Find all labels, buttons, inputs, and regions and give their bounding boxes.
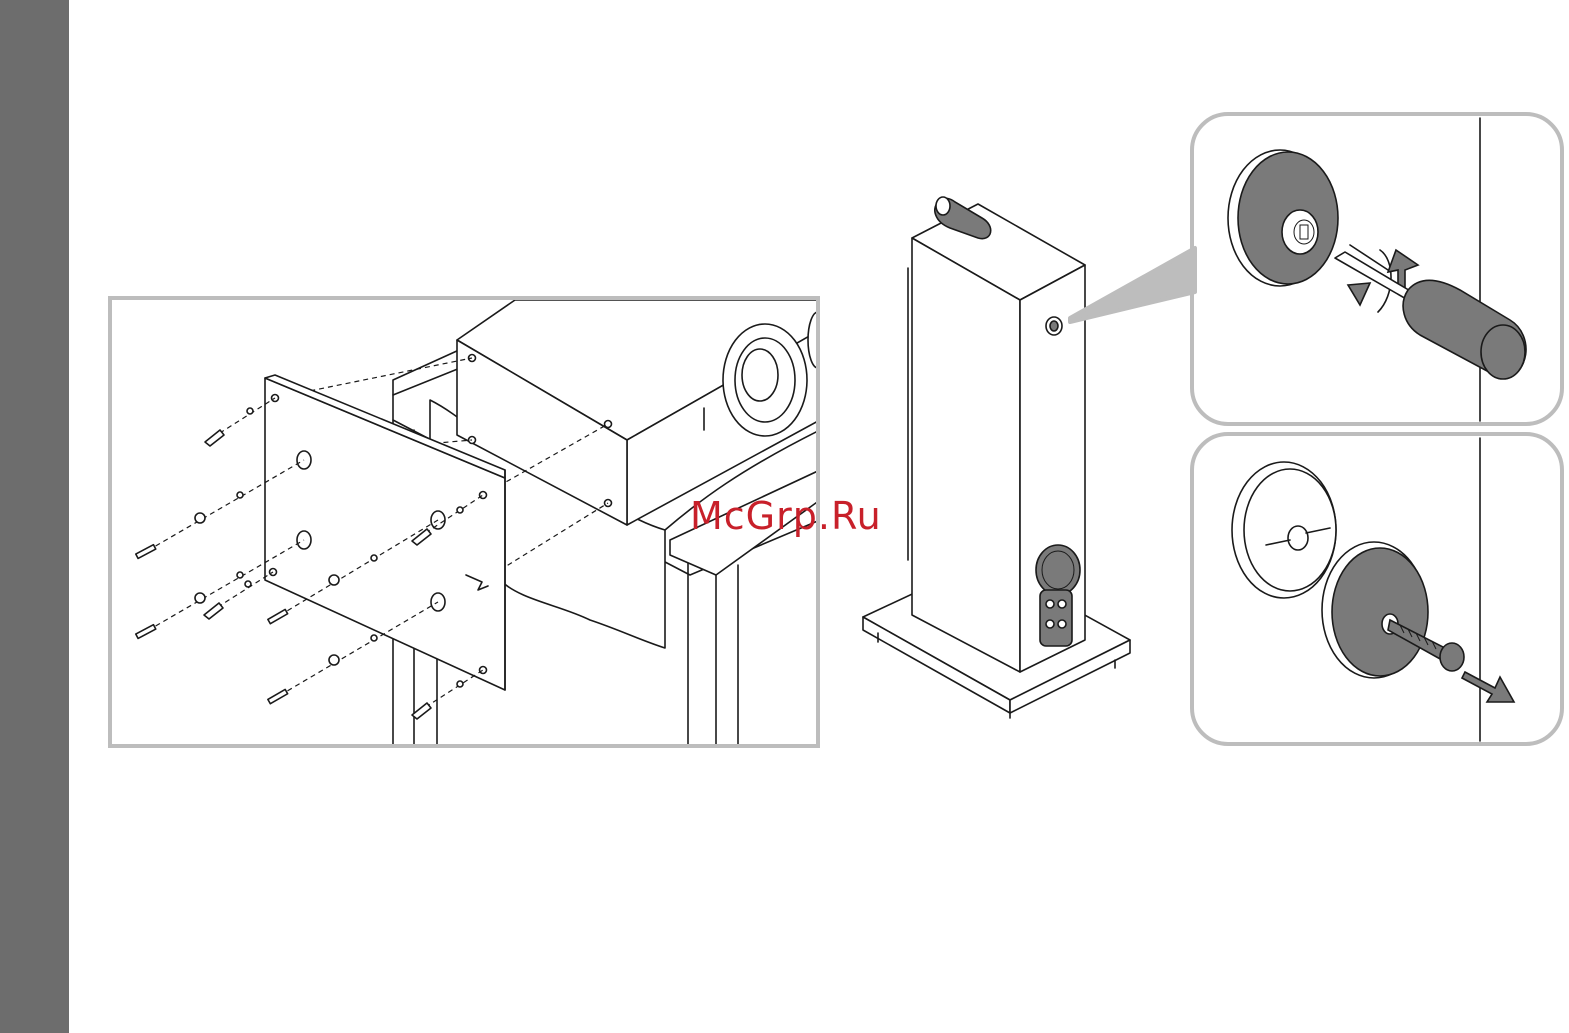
detail-unscrew-foot-figure bbox=[1192, 114, 1562, 424]
detail-remove-foot-figure bbox=[1192, 434, 1562, 744]
floor-speaker-figure bbox=[863, 197, 1195, 718]
watermark-text: McGrp.Ru bbox=[690, 494, 882, 538]
